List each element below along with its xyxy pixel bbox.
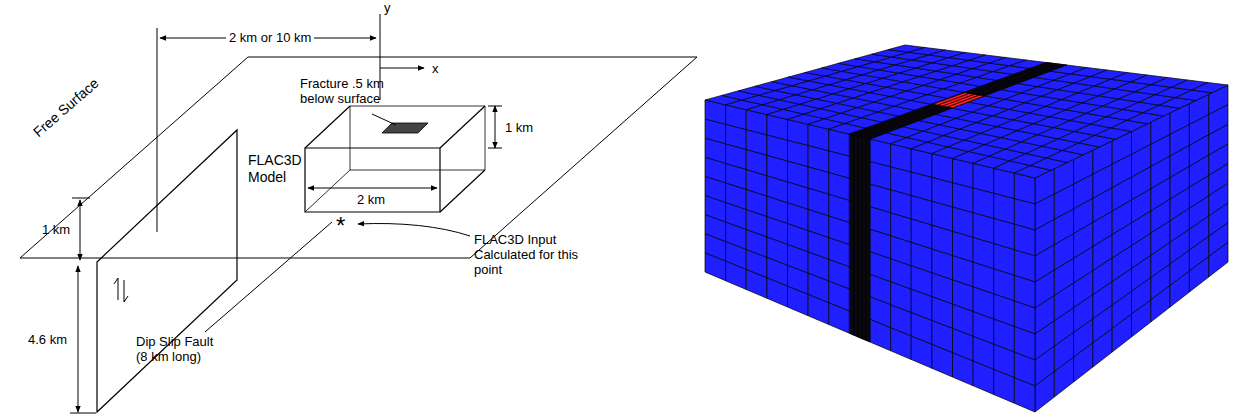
axis-label: y bbox=[384, 0, 391, 15]
axis-label: x bbox=[432, 61, 439, 76]
dimension-line bbox=[308, 188, 437, 189]
mesh-cell bbox=[862, 137, 866, 340]
mesh-cell bbox=[866, 65, 1066, 139]
mesh-cell bbox=[1189, 257, 1208, 292]
callout-label: Dip Slip Fault (8 km long) bbox=[136, 334, 220, 364]
flac3d-mesh bbox=[705, 45, 1228, 412]
mesh-front-face bbox=[705, 100, 1035, 412]
mesh-cell bbox=[891, 328, 912, 360]
model-label: FLAC3D Model bbox=[248, 152, 300, 186]
plane-label: Free Surface bbox=[30, 75, 102, 141]
x-axis bbox=[380, 68, 424, 69]
mesh-cell bbox=[870, 319, 891, 350]
mesh-cell bbox=[866, 138, 870, 342]
mesh-cell bbox=[829, 303, 850, 333]
leader-line bbox=[372, 114, 396, 125]
fault-zone-band bbox=[850, 134, 870, 342]
mesh-cell bbox=[1035, 372, 1054, 412]
mesh-cell bbox=[858, 64, 1059, 138]
mesh-cell bbox=[1112, 314, 1131, 352]
mesh-cell bbox=[953, 353, 974, 386]
mesh-cell bbox=[854, 63, 1055, 136]
mesh-cell bbox=[911, 336, 932, 368]
fault-plane bbox=[97, 130, 237, 412]
mesh-cell bbox=[746, 270, 767, 299]
dimension-line bbox=[80, 200, 81, 260]
mesh-cell bbox=[808, 294, 829, 324]
dimension-label: 2 km or 10 km bbox=[226, 30, 314, 45]
mesh-cell bbox=[850, 63, 1051, 136]
mesh-cell bbox=[858, 136, 862, 338]
dimension-tick bbox=[488, 106, 502, 107]
mesh-cell bbox=[850, 134, 854, 335]
mesh-cell bbox=[932, 344, 953, 377]
mesh-cell bbox=[1192, 83, 1228, 93]
dimension-label: 1 km bbox=[505, 120, 533, 135]
reference-line bbox=[157, 28, 158, 232]
mesh-cell bbox=[854, 135, 858, 337]
mesh-cell bbox=[726, 261, 747, 289]
callout-label: Fracture .5 km below surface bbox=[300, 76, 404, 106]
model-box bbox=[305, 106, 485, 212]
mesh-cell bbox=[862, 64, 1063, 138]
mesh-cell bbox=[948, 95, 984, 108]
dimension-tick bbox=[70, 413, 96, 414]
dimension-line bbox=[78, 266, 79, 412]
mesh-cell bbox=[1209, 242, 1228, 277]
mesh-cell bbox=[1054, 357, 1073, 397]
callout-label: FLAC3D Input Calculated for this point bbox=[474, 232, 586, 277]
dimension-label: 2 km bbox=[357, 192, 385, 207]
mesh-cell bbox=[1093, 329, 1112, 367]
callout-arrow bbox=[358, 224, 470, 237]
fracture bbox=[382, 123, 428, 133]
mesh-cell bbox=[1151, 285, 1170, 322]
fault-zone-band bbox=[850, 63, 1066, 139]
dimension-tick bbox=[72, 198, 90, 199]
mesh-cell bbox=[1132, 300, 1151, 337]
fracture-zone bbox=[933, 93, 984, 108]
free-surface-plane bbox=[20, 57, 697, 258]
mesh-cell bbox=[788, 286, 809, 316]
mesh-cell bbox=[1170, 271, 1189, 307]
mesh-cell bbox=[767, 278, 788, 307]
dimension-line bbox=[495, 106, 496, 148]
mesh-cell bbox=[705, 253, 726, 281]
mesh-cell bbox=[1074, 343, 1093, 382]
slip-symbol bbox=[114, 278, 128, 302]
point-marker: * bbox=[336, 212, 345, 239]
dimension-label: 4.6 km bbox=[28, 332, 67, 347]
dimension-label: 1 km bbox=[42, 222, 70, 237]
mesh-cell bbox=[973, 361, 994, 394]
leader-line bbox=[205, 222, 332, 332]
mesh-top-face bbox=[705, 45, 1228, 178]
mesh-right-face bbox=[1035, 85, 1228, 412]
mesh-cell bbox=[1014, 378, 1035, 412]
mesh-cell bbox=[994, 369, 1015, 403]
dimension-tick bbox=[488, 148, 502, 149]
mesh-cell bbox=[943, 94, 979, 107]
